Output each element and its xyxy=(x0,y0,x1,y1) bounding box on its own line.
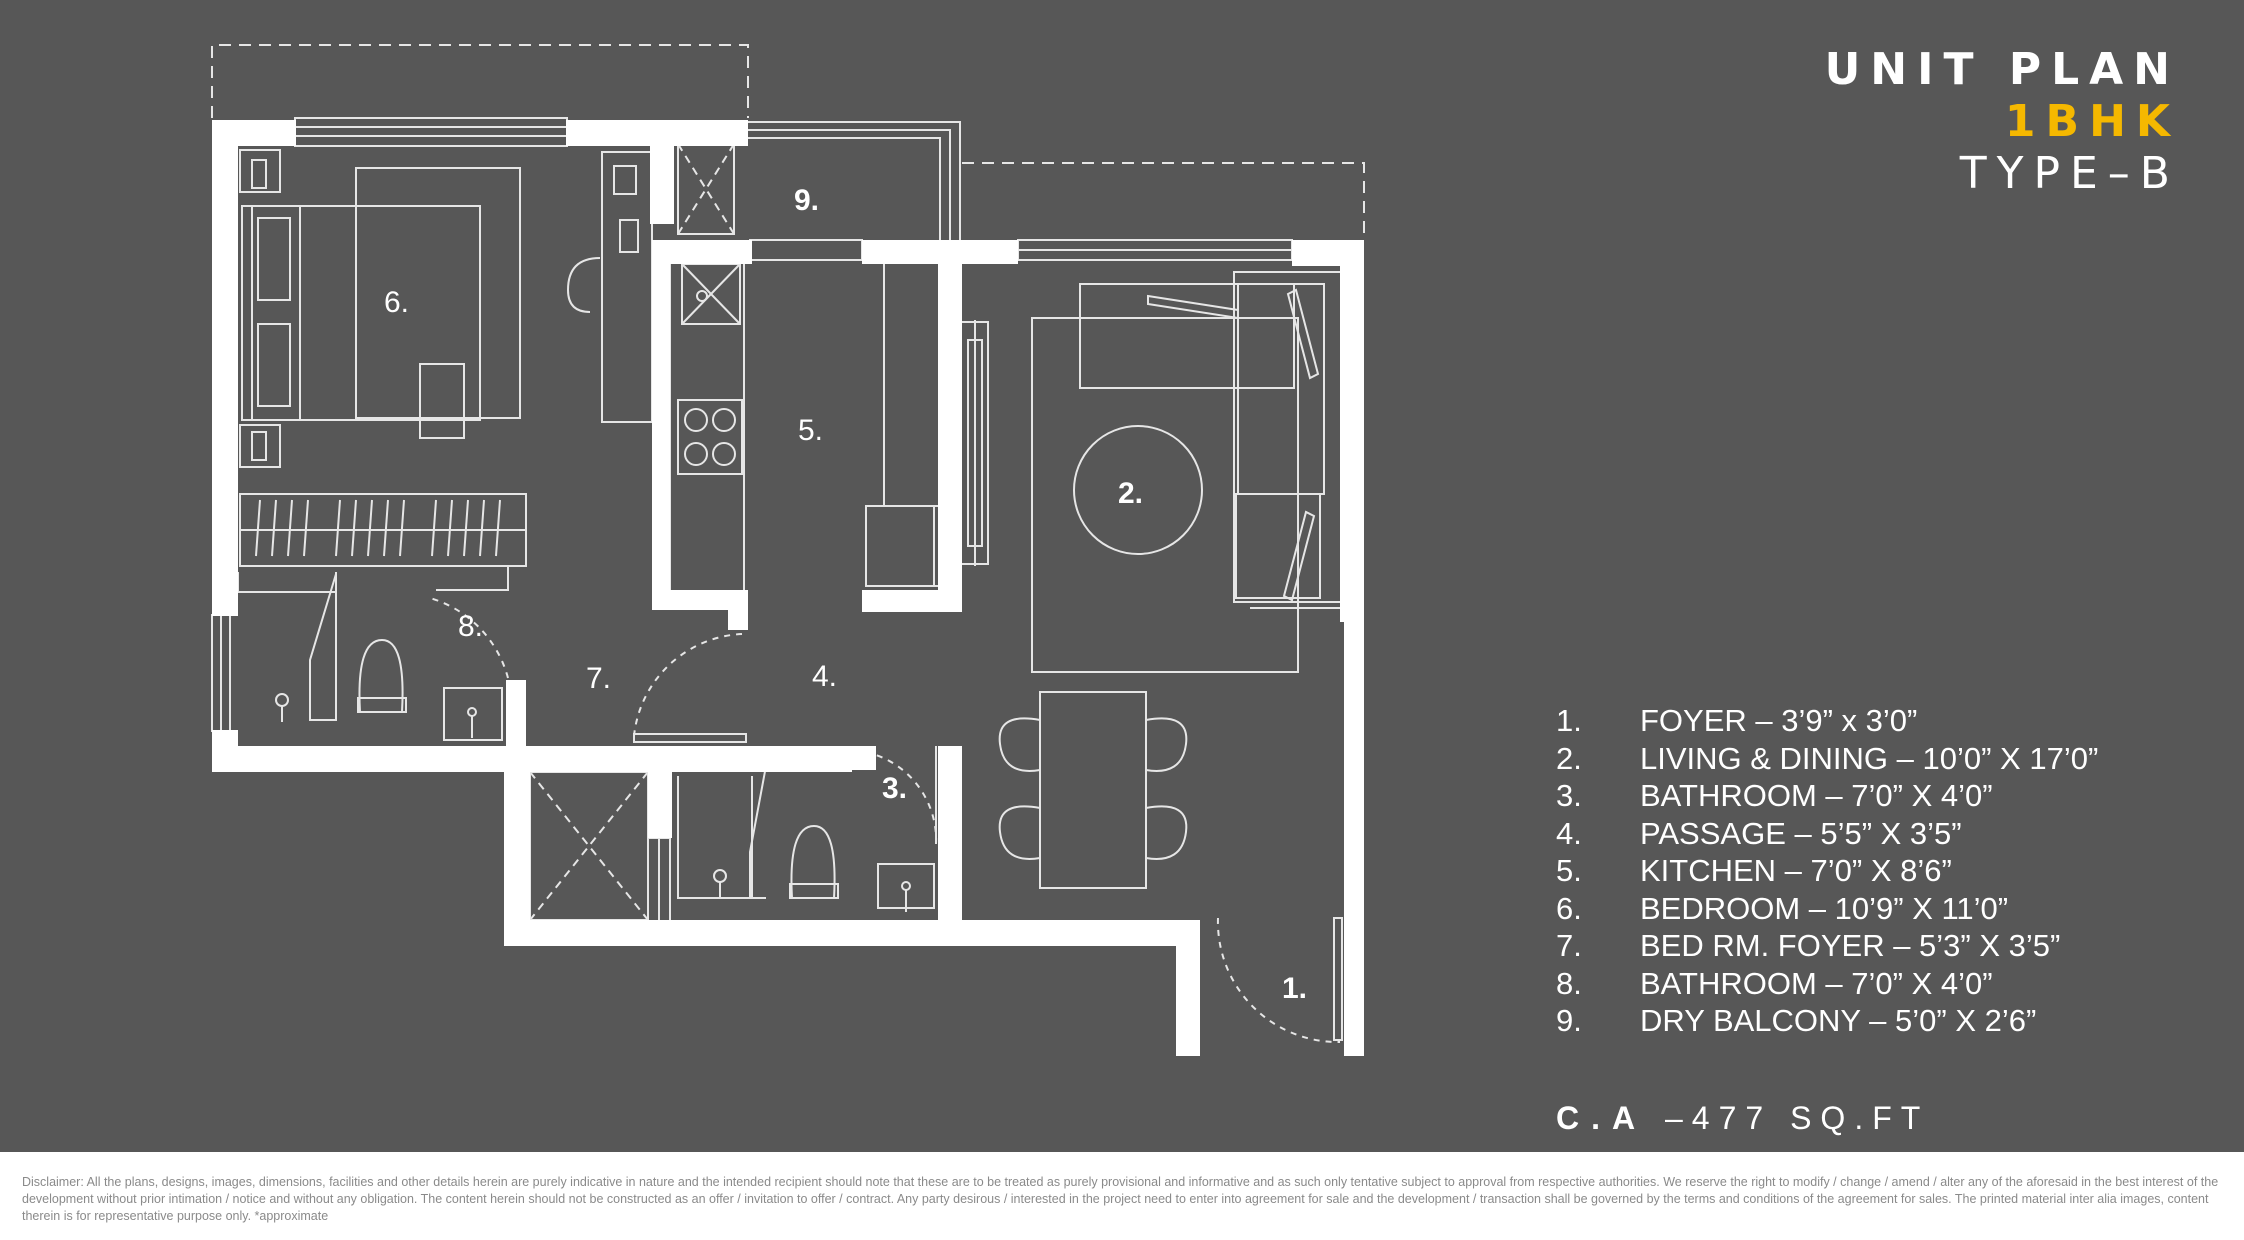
legend-item: 9.DRY BALCONY – 5’0” X 2’6” xyxy=(1556,1003,2037,1038)
projection-outline-right xyxy=(962,162,1365,240)
carpet-area-label: C.A xyxy=(1556,1100,1648,1136)
passage-door xyxy=(633,633,747,743)
carpet-area-value: –477 SQ.FT xyxy=(1665,1100,1930,1136)
entrance-door xyxy=(1216,917,1343,1044)
room-label-8: 8. xyxy=(458,610,483,643)
bathroom-8-fixtures xyxy=(237,566,509,741)
room-label-4: 4. xyxy=(812,660,837,693)
study-desk xyxy=(566,151,653,423)
legend-item: 3.BATHROOM – 7’0” X 4’0” xyxy=(1556,778,1993,813)
room-label-1: 1. xyxy=(1282,972,1307,1005)
legend-item: 7.BED RM. FOYER – 5’3” X 3’5” xyxy=(1556,928,2061,963)
legend-item: 4.PASSAGE – 5’5” X 3’5” xyxy=(1556,815,1962,851)
dry-balcony-hatch xyxy=(677,143,735,235)
room-label-2: 2. xyxy=(1118,477,1143,510)
legend-item: 6.BEDROOM – 10’9” X 11’0” xyxy=(1556,890,2009,926)
carpet-area: C.A –477 SQ.FT xyxy=(1556,1100,1929,1137)
title-configuration: 1BHK xyxy=(2004,96,2180,147)
disclaimer-footer: Disclaimer: All the plans, designs, imag… xyxy=(0,1152,2244,1240)
projection-outline-top xyxy=(211,44,749,118)
title-type: TYPE–B xyxy=(1959,148,2180,199)
room-label-5: 5. xyxy=(798,414,823,447)
bedside-tables xyxy=(239,149,281,468)
legend-item: 1.FOYER – 3’9” x 3’0” xyxy=(1556,703,1918,738)
dining-set xyxy=(998,691,1188,889)
room-label-9: 9. xyxy=(794,184,819,217)
center-table xyxy=(1073,425,1203,555)
room-legend: 1.FOYER – 3’9” x 3’0” 2.LIVING & DINING … xyxy=(1556,702,2098,1040)
legend-item: 2.LIVING & DINING – 10’0” X 17’0” xyxy=(1556,740,2099,776)
walls xyxy=(212,120,1364,1056)
duct-shaft-hatch xyxy=(529,771,649,921)
sofa xyxy=(1079,271,1344,609)
bed xyxy=(241,167,521,439)
disclaimer-text: Disclaimer: All the plans, designs, imag… xyxy=(22,1175,2219,1223)
room-label-7: 7. xyxy=(586,662,611,695)
legend-item: 8.BATHROOM – 7’0” X 4’0” xyxy=(1556,965,1993,1001)
room-label-6: 6. xyxy=(384,286,409,319)
legend-item: 5.KITCHEN – 7’0” X 8’6” xyxy=(1556,853,1952,888)
title-unit-plan: UNIT PLAN xyxy=(1824,44,2180,95)
wardrobe xyxy=(239,493,527,567)
tv-unit xyxy=(959,320,989,566)
unit-plan-title: UNIT PLAN 1BHK TYPE–B xyxy=(1825,44,2180,200)
room-label-3: 3. xyxy=(882,772,907,805)
